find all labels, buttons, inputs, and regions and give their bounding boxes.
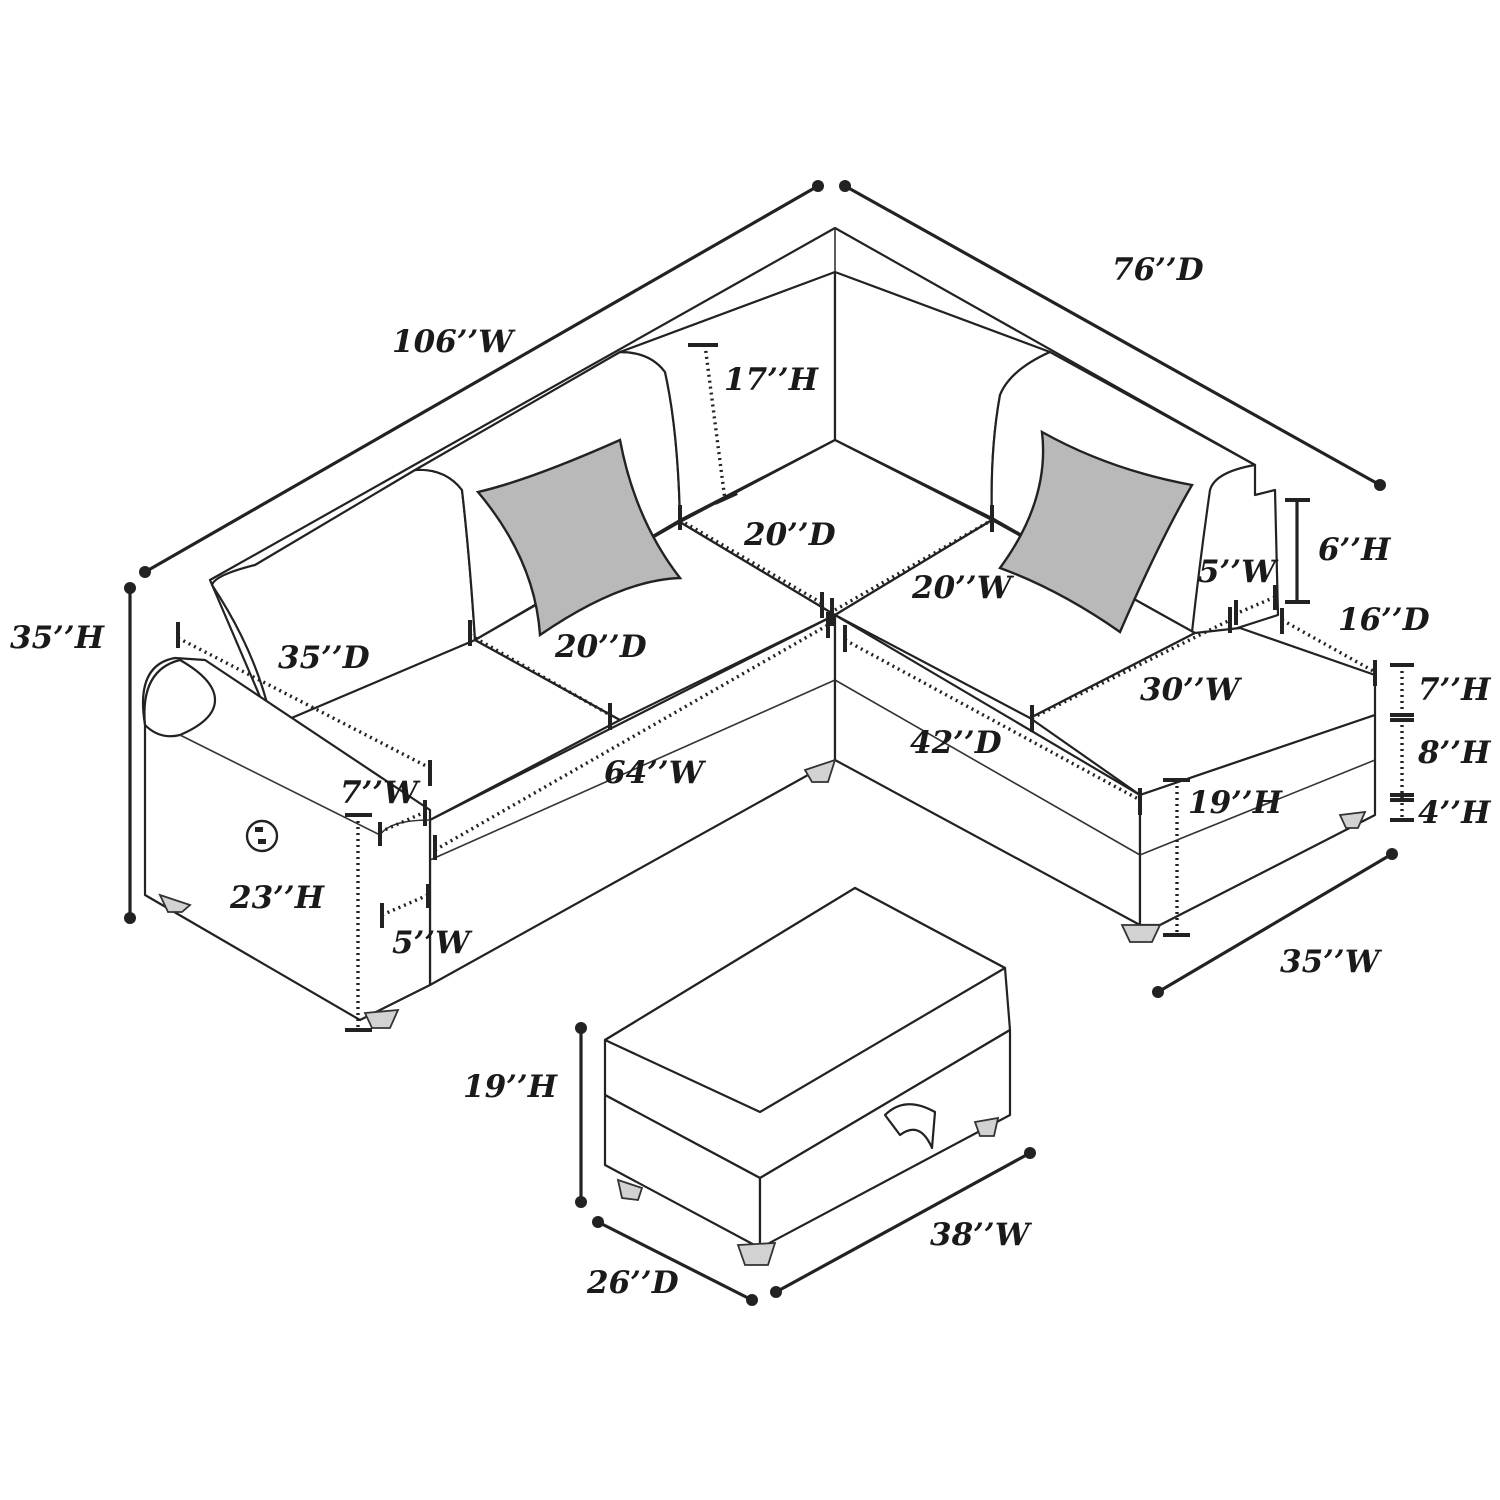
label-chaise-depth: 42’’D [910, 725, 1002, 761]
label-chaise-arm-width: 5’’W [1198, 554, 1279, 590]
label-cushion-height: 7’’H [1418, 672, 1492, 708]
label-arm-height: 23’’H [229, 880, 326, 916]
leg-2 [363, 1008, 400, 1029]
label-left-seat-depth: 20’’D [554, 629, 647, 665]
chaise-end-base [1138, 713, 1377, 927]
leg-5 [1338, 810, 1367, 829]
ottoman-base-front [758, 1028, 1012, 1250]
chaise-end-seam [1139, 759, 1376, 856]
label-chaise-width: 35’’W [1280, 944, 1383, 980]
label-overall-depth: 76’’D [1112, 252, 1204, 288]
label-chaise-arm-height: 6’’H [1318, 532, 1392, 568]
dimension-lines [124, 180, 1414, 1306]
storage-ottoman [603, 886, 1012, 1266]
label-ottoman-depth: 26’’D [586, 1265, 679, 1301]
label-seat-width: 64’’W [604, 755, 707, 791]
base-chaise-seam [834, 679, 1141, 856]
label-arm-width-top: 7’’W [340, 775, 421, 811]
ottoman-handle [883, 1103, 937, 1150]
label-back-height: 17’’H [724, 362, 820, 398]
dimension-labels: 106’’W 76’’D 35’’H 17’’H 20’’D 20’’W 35’… [10, 252, 1492, 1301]
label-chaise-seat-width: 30’’W [1140, 672, 1243, 708]
label-overall-width: 106’’W [392, 324, 516, 360]
pillow-right [998, 429, 1194, 634]
label-overall-height: 35’’H [10, 620, 106, 656]
label-corner-seat-depth: 20’’D [743, 517, 836, 553]
ottoman-leg-1 [616, 1178, 644, 1201]
sectional-sofa [141, 226, 1377, 1029]
leg-1 [158, 893, 192, 913]
label-ottoman-height: 19’’H [463, 1069, 559, 1105]
leg-3 [803, 758, 837, 783]
label-chaise-arm-depth: 16’’D [1338, 602, 1430, 638]
usb-port-icon [245, 819, 279, 853]
ottoman-lid-top [603, 886, 1007, 1114]
ottoman-leg-3 [973, 1116, 1000, 1137]
left-arm-roll [143, 658, 217, 738]
label-corner-seat-width: 20’’W [911, 570, 1015, 606]
label-ottoman-width: 38’’W [930, 1217, 1033, 1253]
label-seat-height: 19’’H [1188, 785, 1284, 821]
pillow-left [475, 438, 683, 638]
label-leg-height: 4’’H [1418, 795, 1492, 831]
label-left-depth: 35’’D [278, 640, 370, 676]
base-left-seam [429, 679, 836, 861]
label-base-height: 8’’H [1417, 735, 1492, 771]
label-arm-width-bottom: 5’’W [392, 925, 473, 961]
leg-4 [1120, 924, 1162, 943]
ottoman-leg-2 [736, 1242, 777, 1266]
